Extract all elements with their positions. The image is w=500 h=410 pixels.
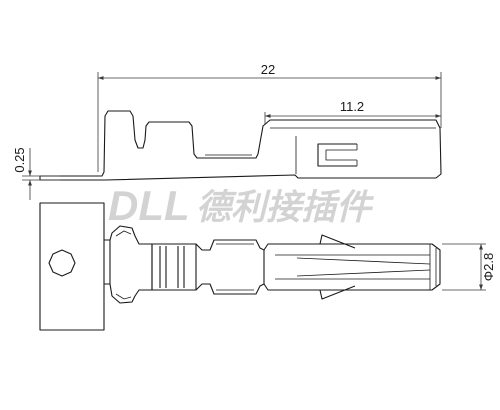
watermark-brand: DLL — [108, 182, 190, 229]
dimension-diameter: Φ2.8 — [442, 243, 496, 291]
dimension-barrel-length-label: 11.2 — [340, 99, 364, 114]
watermark-company: 德利接插件 — [196, 188, 375, 228]
top-view — [39, 202, 441, 331]
dimension-thickness-label: 0.25 — [12, 147, 27, 172]
dimension-overall-length: 22 — [97, 62, 442, 172]
dimension-diameter-label: Φ2.8 — [481, 253, 496, 281]
dimension-barrel-length: 11.2 — [264, 99, 441, 124]
dimension-thickness: 0.25 — [12, 147, 60, 200]
pilot-hole-icon — [48, 249, 76, 277]
dimension-overall-length-label: 22 — [261, 62, 275, 77]
watermark: DLL 德利接插件 — [108, 182, 375, 229]
side-view — [39, 110, 442, 181]
